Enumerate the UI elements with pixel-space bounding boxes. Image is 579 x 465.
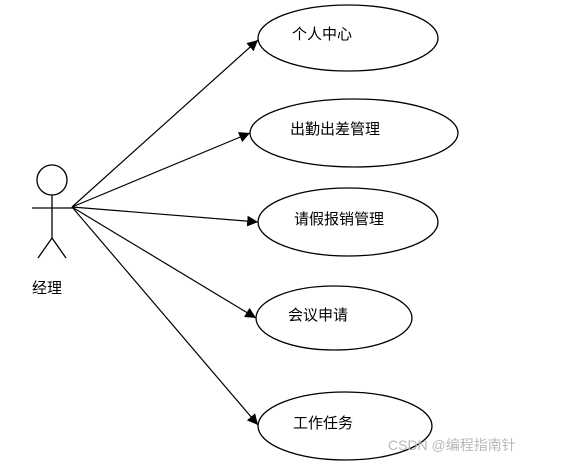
use-case-meeting-request: 会议申请 [255,285,413,351]
association-arrow-attendance [71,132,251,208]
actor-left-leg [37,237,53,259]
watermark: CSDN @编程指南针 [388,437,516,453]
association-arrow-leave [71,206,259,227]
use-case-leave-reimbursement: 请假报销管理 [257,187,439,257]
use-case-label: 请假报销管理 [294,210,384,228]
use-case-work-tasks: 工作任务 [257,391,433,461]
associations [71,39,259,426]
actor-head [36,164,68,196]
actor-manager: 经理 [32,164,74,297]
use-case-ellipse [249,98,459,168]
use-case-ellipse [257,187,439,257]
use-case-label: 个人中心 [292,25,352,43]
association-arrow-meeting [71,206,257,319]
use-case-ellipse [255,285,413,351]
use-case-label: 工作任务 [293,414,353,432]
actor-label: 经理 [32,279,62,297]
association-arrow-personal-center [71,39,259,208]
use-case-ellipse [257,4,439,72]
use-case-ellipse [257,391,433,461]
actor-right-leg [51,237,67,259]
use-case-attendance-travel: 出勤出差管理 [249,98,459,168]
use-case-label: 会议申请 [288,306,348,324]
use-case-personal-center: 个人中心 [257,4,439,72]
association-arrow-tasks [71,206,259,426]
use-case-label: 出勤出差管理 [290,120,380,138]
